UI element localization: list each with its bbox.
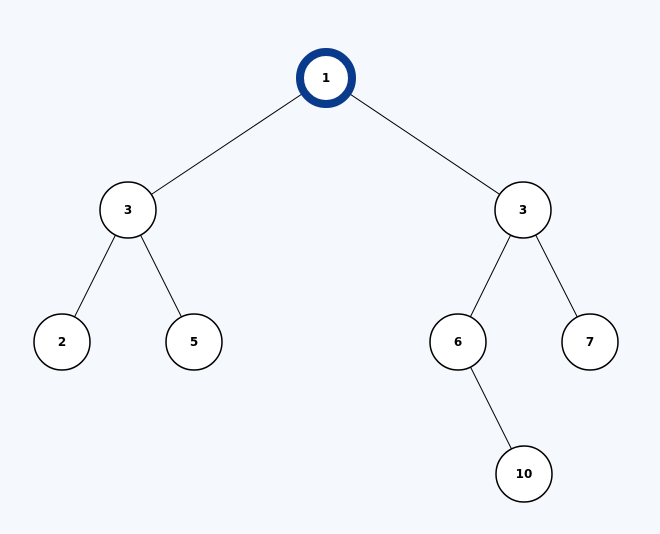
node-circle — [429, 313, 487, 371]
tree-node[interactable]: 3 — [494, 181, 552, 239]
node-label: 10 — [516, 467, 533, 481]
node-circle — [296, 48, 356, 108]
tree-nodes: 1 3 3 2 5 6 7 10 — [33, 48, 619, 503]
tree-node[interactable]: 7 — [561, 313, 619, 371]
tree-edges — [61, 77, 591, 475]
node-label: 5 — [190, 335, 198, 349]
node-label: 2 — [58, 335, 66, 349]
node-circle — [561, 313, 619, 371]
node-label: 6 — [454, 335, 462, 349]
tree-node[interactable]: 2 — [33, 313, 91, 371]
tree-node[interactable]: 3 — [99, 181, 157, 239]
node-label: 7 — [586, 335, 594, 349]
node-circle — [99, 181, 157, 239]
node-circle — [494, 181, 552, 239]
edge-1-3b — [325, 77, 524, 211]
node-circle — [165, 313, 223, 371]
edge-1-3a — [127, 77, 327, 211]
tree-node-root[interactable]: 1 — [296, 48, 356, 108]
tree-node[interactable]: 6 — [429, 313, 487, 371]
node-label: 1 — [322, 71, 330, 85]
node-circle — [495, 445, 553, 503]
tree-node[interactable]: 5 — [165, 313, 223, 371]
node-circle — [33, 313, 91, 371]
tree-node[interactable]: 10 — [495, 445, 553, 503]
node-label: 3 — [519, 203, 527, 217]
node-label: 3 — [124, 203, 132, 217]
